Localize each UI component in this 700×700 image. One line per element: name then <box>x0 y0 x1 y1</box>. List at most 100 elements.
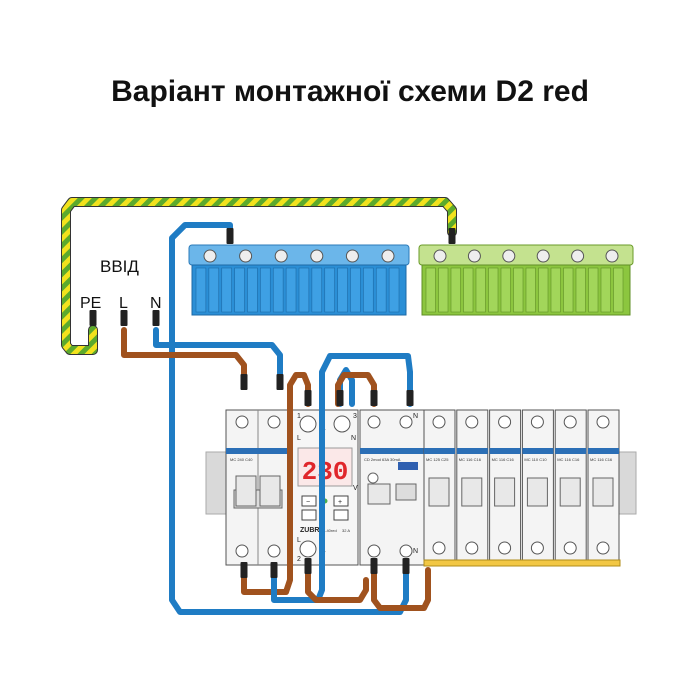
screw-icon <box>203 249 217 263</box>
terminal-n-label: N <box>150 295 162 312</box>
bus-slot <box>488 267 499 313</box>
bus-slot <box>285 267 297 313</box>
rcd-label: CD 2mod 63A 30mA <box>364 457 401 462</box>
wire-ferrule <box>120 310 128 326</box>
bus-slot <box>324 267 335 313</box>
branch-breaker: MC 125 C25 <box>423 409 456 561</box>
wire-ferrule <box>304 390 312 406</box>
screw-icon <box>465 415 479 429</box>
branch-breaker: MC 110 C10 <box>521 409 554 561</box>
rcd-n-top: N <box>413 413 418 420</box>
screw-icon <box>433 249 447 263</box>
screw-icon <box>563 415 577 429</box>
branch-breaker: MC 116 C16 <box>587 409 620 561</box>
branch-breaker: MC 116 C16 <box>456 409 489 561</box>
wire-ferrule <box>152 310 160 326</box>
minus-button <box>301 495 317 507</box>
relay-model: D2-40red <box>320 528 337 533</box>
bus-slot <box>425 267 436 313</box>
relay-rating: 32 A <box>342 528 350 533</box>
rcd-n-bottom: N <box>413 548 418 555</box>
bus-slot <box>234 267 245 313</box>
page-title: Варіант монтажної схеми D2 red <box>111 75 589 108</box>
screw-icon <box>498 415 512 429</box>
bus-slot <box>525 267 536 313</box>
bus-slot <box>195 267 207 313</box>
screw-icon <box>571 249 585 263</box>
wire-ferrule <box>240 374 248 390</box>
bus-slot <box>298 267 310 313</box>
bus-slot <box>311 267 323 313</box>
screw-icon <box>502 249 516 263</box>
rcd: CD 2mod 63A 30mA N N <box>359 409 425 566</box>
terminal-l-label: L <box>119 295 128 312</box>
bus-slot <box>563 267 574 313</box>
wire-ferrule <box>270 562 278 578</box>
bus-slot <box>208 267 220 313</box>
screw-icon <box>530 415 544 429</box>
branch-breaker-label: MC 116 C16 <box>459 457 482 462</box>
phase-input-wire <box>121 327 247 381</box>
relay-brand: ZUBR <box>300 527 319 534</box>
phase-link-wire-1 <box>241 372 311 595</box>
menu-button <box>301 509 317 521</box>
bus-slot <box>538 267 549 313</box>
terminal-pe-label: PE <box>80 295 101 312</box>
screw-icon <box>467 249 481 263</box>
screw-icon <box>239 249 253 263</box>
earth-bus <box>418 244 634 316</box>
wire-ferrule <box>370 390 378 406</box>
branch-breaker-label: MC 125 C25 <box>426 457 449 462</box>
screw-icon <box>596 415 610 429</box>
bus-slot <box>450 267 461 313</box>
bus-slot <box>272 267 284 313</box>
branch-breaker-label: MC 116 C16 <box>557 457 580 462</box>
wire-ferrules <box>89 228 456 578</box>
neutral-bus-wire <box>169 222 409 615</box>
bus-slot <box>350 267 361 313</box>
bus-slot <box>388 267 400 313</box>
main-breaker: MC 240 C40 <box>225 409 291 566</box>
screw-icon <box>465 541 479 555</box>
screw-icon <box>381 249 395 263</box>
bus-slot <box>588 267 599 313</box>
busbar-comb <box>423 559 621 567</box>
svg-text:−: − <box>306 499 310 506</box>
bus-slot <box>247 267 258 313</box>
wire-ferrule <box>448 228 456 244</box>
screw-icon <box>310 249 324 263</box>
phase-link-wire-4 <box>371 567 431 611</box>
bus-slot <box>463 267 474 313</box>
wire-ferrule <box>336 390 344 406</box>
wire-ferrule <box>370 558 378 574</box>
bus-slot <box>500 267 511 313</box>
bus-slot <box>575 267 586 313</box>
screw-icon <box>536 249 550 263</box>
bus-slot <box>475 267 486 313</box>
wire-ferrule <box>402 558 410 574</box>
neutral-bus <box>188 244 410 316</box>
bus-slot <box>363 267 374 313</box>
wire-ferrule <box>276 374 284 390</box>
bus-slot <box>513 267 524 313</box>
bus-slot <box>375 267 387 313</box>
wire-ferrule <box>89 310 97 326</box>
relay-pin2: 2 <box>297 556 301 563</box>
screw-icon <box>530 541 544 555</box>
screw-icon <box>432 415 446 429</box>
phase-link-wire-3 <box>335 372 377 407</box>
neutral-input-wire <box>153 327 283 381</box>
power-button <box>333 509 349 521</box>
screw-icon <box>274 249 288 263</box>
svg-text:+: + <box>338 499 342 506</box>
bus-slot <box>600 267 611 313</box>
bus-slot <box>613 267 624 313</box>
plus-button <box>333 495 349 507</box>
screw-icon <box>432 541 446 555</box>
relay-pin1: 1 <box>297 413 301 420</box>
bus-slot <box>438 267 449 313</box>
bus-slot <box>260 267 271 313</box>
relay-n-top: N <box>351 435 356 442</box>
